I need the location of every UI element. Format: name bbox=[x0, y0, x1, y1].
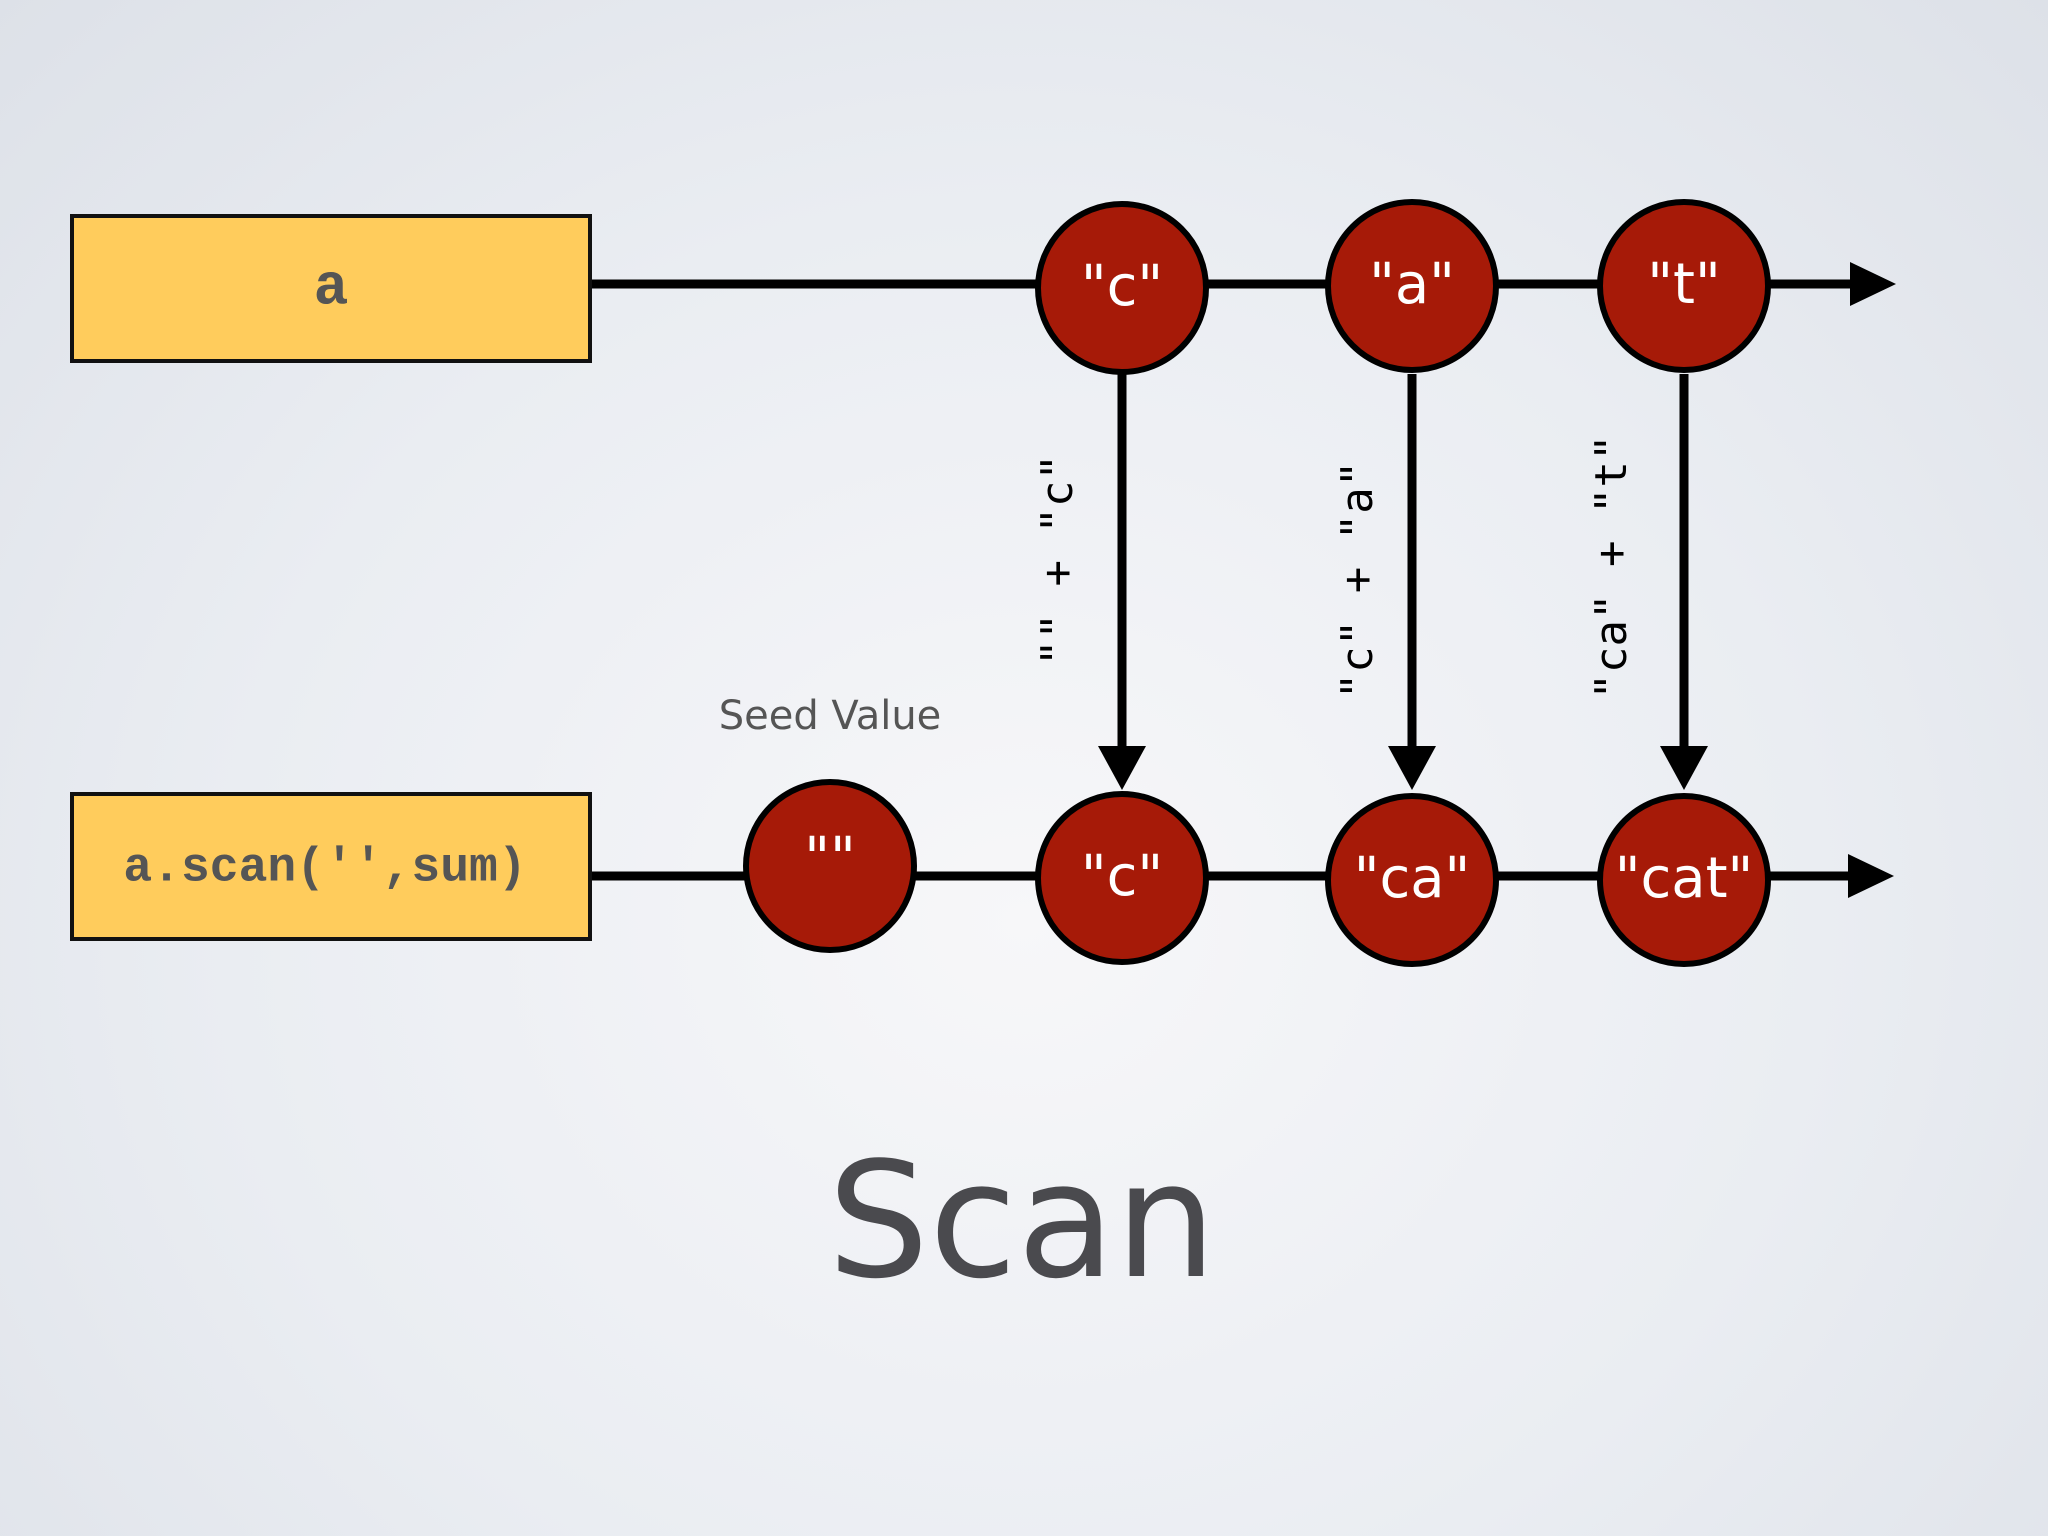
marble-label: "cat" bbox=[1615, 846, 1754, 911]
operation-label: "" + "c" bbox=[1032, 454, 1083, 666]
seed-marble: "" bbox=[743, 779, 917, 953]
input-marbles: "c" "a" "t" bbox=[1035, 199, 1771, 375]
down-arrowhead-icon bbox=[1388, 746, 1436, 790]
operation-arrow: "" + "c" bbox=[1032, 374, 1146, 790]
marble: "cat" bbox=[1597, 793, 1771, 967]
input-stream-label: a bbox=[314, 256, 349, 321]
seed-marble-label: "" bbox=[804, 826, 856, 891]
marble-label: "c" bbox=[1081, 844, 1163, 909]
operation-arrow: "ca" + "t" bbox=[1586, 374, 1708, 790]
marble-label: "t" bbox=[1647, 252, 1720, 317]
marble-label: "c" bbox=[1081, 254, 1163, 319]
down-arrowhead-icon bbox=[1098, 746, 1146, 790]
marble: "c" bbox=[1035, 201, 1209, 375]
page-title: Scan bbox=[828, 1127, 1217, 1314]
marble: "t" bbox=[1597, 199, 1771, 373]
seed-value-label: Seed Value bbox=[719, 693, 942, 739]
operation-label: "ca" + "t" bbox=[1586, 435, 1637, 700]
output-arrowhead-icon bbox=[1848, 854, 1894, 898]
input-stream: a bbox=[70, 214, 1896, 363]
marble-label: "ca" bbox=[1354, 846, 1471, 911]
operation-label: "c" + "a" bbox=[1332, 461, 1383, 699]
marble: "c" bbox=[1035, 791, 1209, 965]
down-arrowhead-icon bbox=[1660, 746, 1708, 790]
marble: "a" bbox=[1325, 199, 1499, 373]
marble-label: "a" bbox=[1369, 252, 1455, 317]
input-arrowhead-icon bbox=[1850, 262, 1896, 306]
output-stream-label: a.scan('',sum) bbox=[123, 842, 526, 896]
marble: "ca" bbox=[1325, 793, 1499, 967]
output-marbles: "" "c" "ca" "cat" bbox=[743, 779, 1771, 967]
operation-arrows: "" + "c" "c" + "a" "ca" + "t" bbox=[1032, 374, 1708, 790]
output-stream-box bbox=[70, 792, 592, 941]
operation-arrow: "c" + "a" bbox=[1332, 374, 1436, 790]
input-stream-box bbox=[70, 214, 592, 363]
